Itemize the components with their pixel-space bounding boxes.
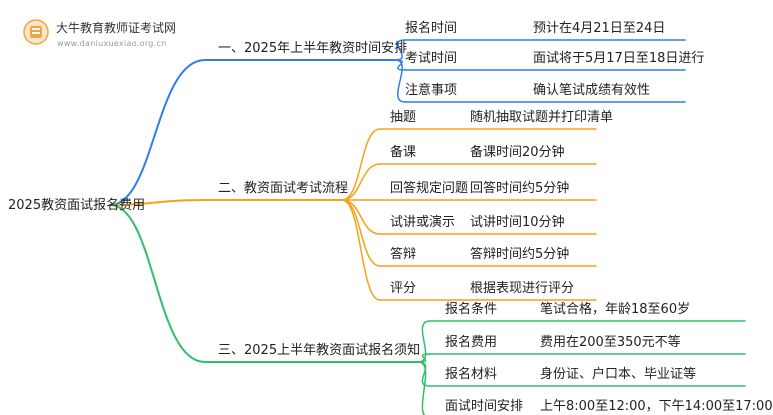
leaf-key: 报名材料 <box>445 367 498 382</box>
leaf-key: 面试时间安排 <box>445 399 524 414</box>
leaf-value: 根据表现进行评分 <box>470 281 575 296</box>
branch-label: 三、2025上半年教资面试报名须知 <box>218 343 421 358</box>
leaf-connector <box>341 128 381 201</box>
leaf-key: 抽题 <box>390 110 417 125</box>
leaf-connector <box>341 163 381 201</box>
mind-map: 大牛教育教师证考试网 www.daniuxuexiao.org.cn 2025教… <box>8 19 773 415</box>
leaf-key: 试讲或演示 <box>390 215 456 230</box>
leaf-value: 上午8:00至12:00，下午14:00至17:00 <box>540 399 773 414</box>
branch-connector <box>109 204 206 363</box>
leaf-connector <box>341 199 381 235</box>
leaf-key: 报名时间 <box>405 21 458 36</box>
leaf-key: 报名条件 <box>445 302 498 317</box>
leaf-connector <box>394 59 406 103</box>
leaf-key: 注意事项 <box>405 83 458 98</box>
leaf-connector <box>417 361 427 415</box>
connector-lines <box>109 39 746 415</box>
leaf-key: 报名费用 <box>445 335 498 350</box>
leaf-value: 面试将于5月17日至18日进行 <box>533 51 705 66</box>
branch-label: 一、2025年上半年教资时间安排 <box>218 41 408 56</box>
leaf-value: 费用在200至350元不等 <box>540 335 681 350</box>
leaf-connector <box>417 320 431 363</box>
site-url: www.daniuxuexiao.org.cn <box>57 39 167 48</box>
leaf-key: 考试时间 <box>405 51 458 66</box>
branch-connector <box>109 59 206 206</box>
leaf-value: 笔试合格，年龄18至60岁 <box>540 302 691 317</box>
leaf-value: 预计在4月21日至24日 <box>533 21 666 36</box>
site-title: 大牛教育教师证考试网 <box>56 21 177 35</box>
branch-connector <box>109 199 206 206</box>
leaf-key: 答辩 <box>390 247 417 262</box>
leaf-key: 回答规定问题 <box>390 181 469 196</box>
leaf-key: 评分 <box>390 281 417 296</box>
leaf-connector <box>341 199 381 301</box>
leaf-key: 备课 <box>390 145 417 160</box>
root-topic: 2025教资面试报名费用 <box>8 198 146 213</box>
leaf-value: 备课时间20分钟 <box>470 145 565 160</box>
leaf-value: 身份证、户口本、毕业证等 <box>540 367 697 382</box>
leaf-value: 随机抽取试题并打印清单 <box>470 110 614 125</box>
leaf-value: 答辩时间约5分钟 <box>470 247 570 262</box>
logo-icon <box>23 19 49 45</box>
leaf-value: 回答时间约5分钟 <box>470 181 570 196</box>
leaf-connector <box>394 39 406 61</box>
leaf-value: 试讲时间10分钟 <box>470 215 565 230</box>
branch-label: 二、教资面试考试流程 <box>218 181 349 196</box>
leaf-value: 确认笔试成绩有效性 <box>533 83 651 98</box>
